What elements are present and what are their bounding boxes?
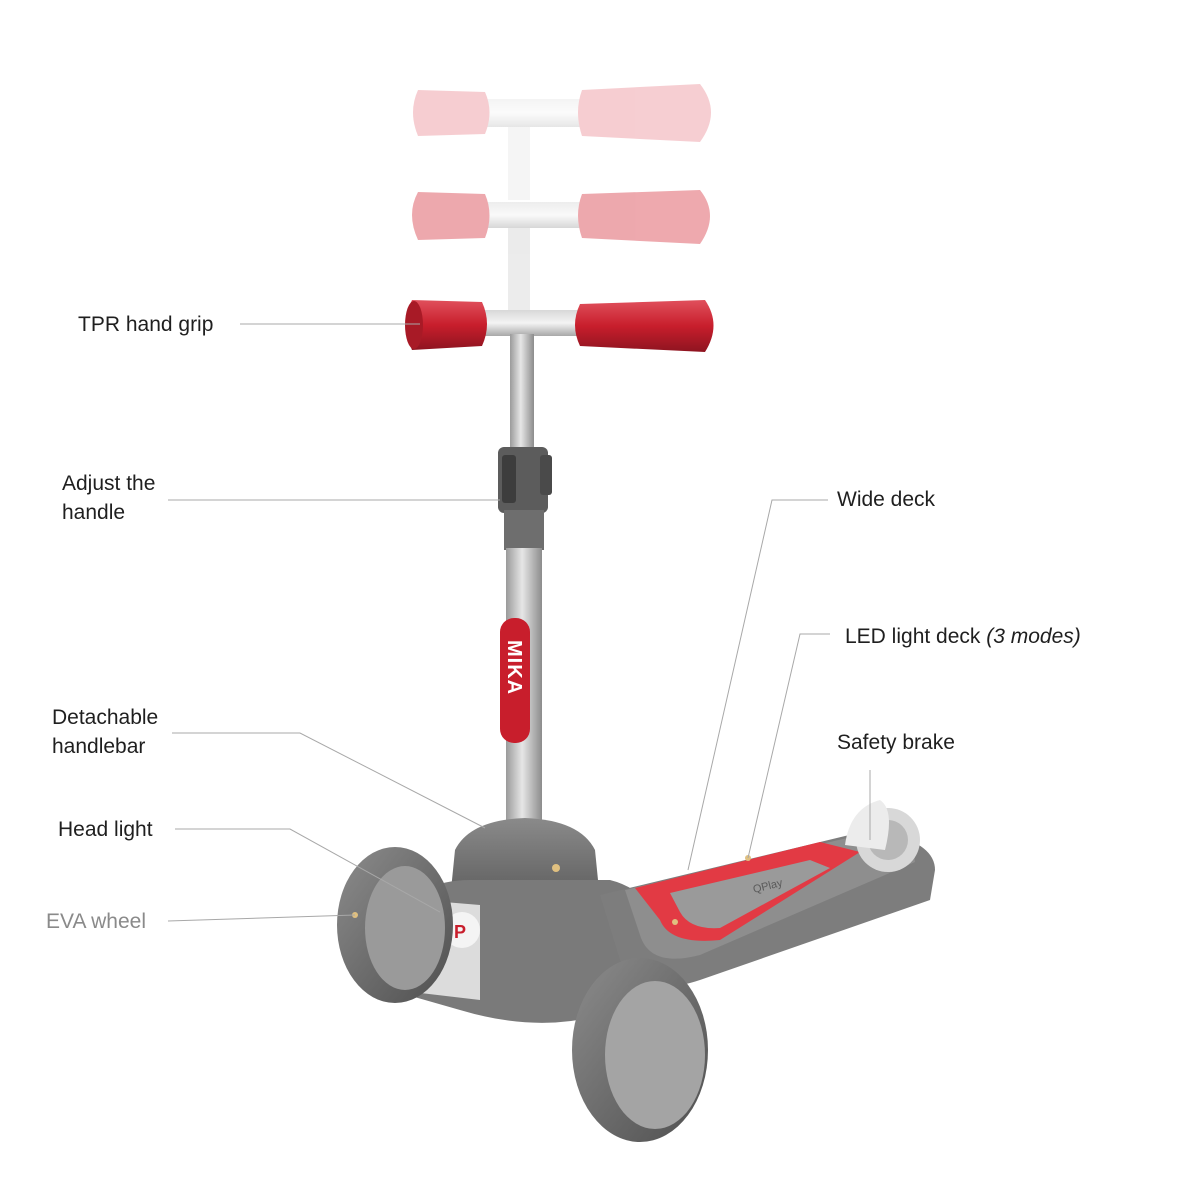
label-led-light-deck: LED light deck (3 modes) [845, 622, 1081, 651]
label-led-modes: (3 modes) [986, 625, 1081, 648]
leader-wide [687, 499, 828, 871]
label-adjust-line2: handle [62, 501, 126, 524]
leader-eva [167, 914, 356, 922]
label-tpr-hand-grip: TPR hand grip [78, 313, 214, 336]
label-detach-line1: Detachable [52, 706, 159, 729]
front-wheel-left [337, 847, 453, 1003]
leader-led [747, 633, 830, 859]
label-eva-wheel: EVA wheel [46, 910, 147, 933]
ghost-handlebar-middle [412, 190, 710, 310]
stem: MIKA [498, 334, 552, 838]
stem-brand-text: MIKA [503, 640, 525, 695]
label-detach-line2: handlebar [52, 735, 146, 758]
badge-letter: P [454, 922, 466, 942]
deck: QPlay [600, 830, 935, 987]
label-detachable-handlebar: Detachable handlebar [52, 703, 158, 761]
safety-brake [845, 800, 920, 872]
label-led-text: LED light deck [845, 625, 981, 648]
label-wide-deck: Wide deck [837, 488, 936, 511]
main-handlebar [405, 300, 714, 352]
label-adjust-handle: Adjust the handle [62, 469, 155, 527]
leader-head [175, 828, 441, 913]
label-head-light: Head light [58, 818, 153, 841]
front-wheel-right [572, 958, 708, 1142]
leader-detach [172, 732, 486, 829]
leader-lines [167, 323, 871, 922]
label-safety-brake: Safety brake [837, 731, 955, 754]
label-adjust-line1: Adjust the [62, 472, 156, 495]
ghost-handlebar-top [413, 84, 711, 200]
